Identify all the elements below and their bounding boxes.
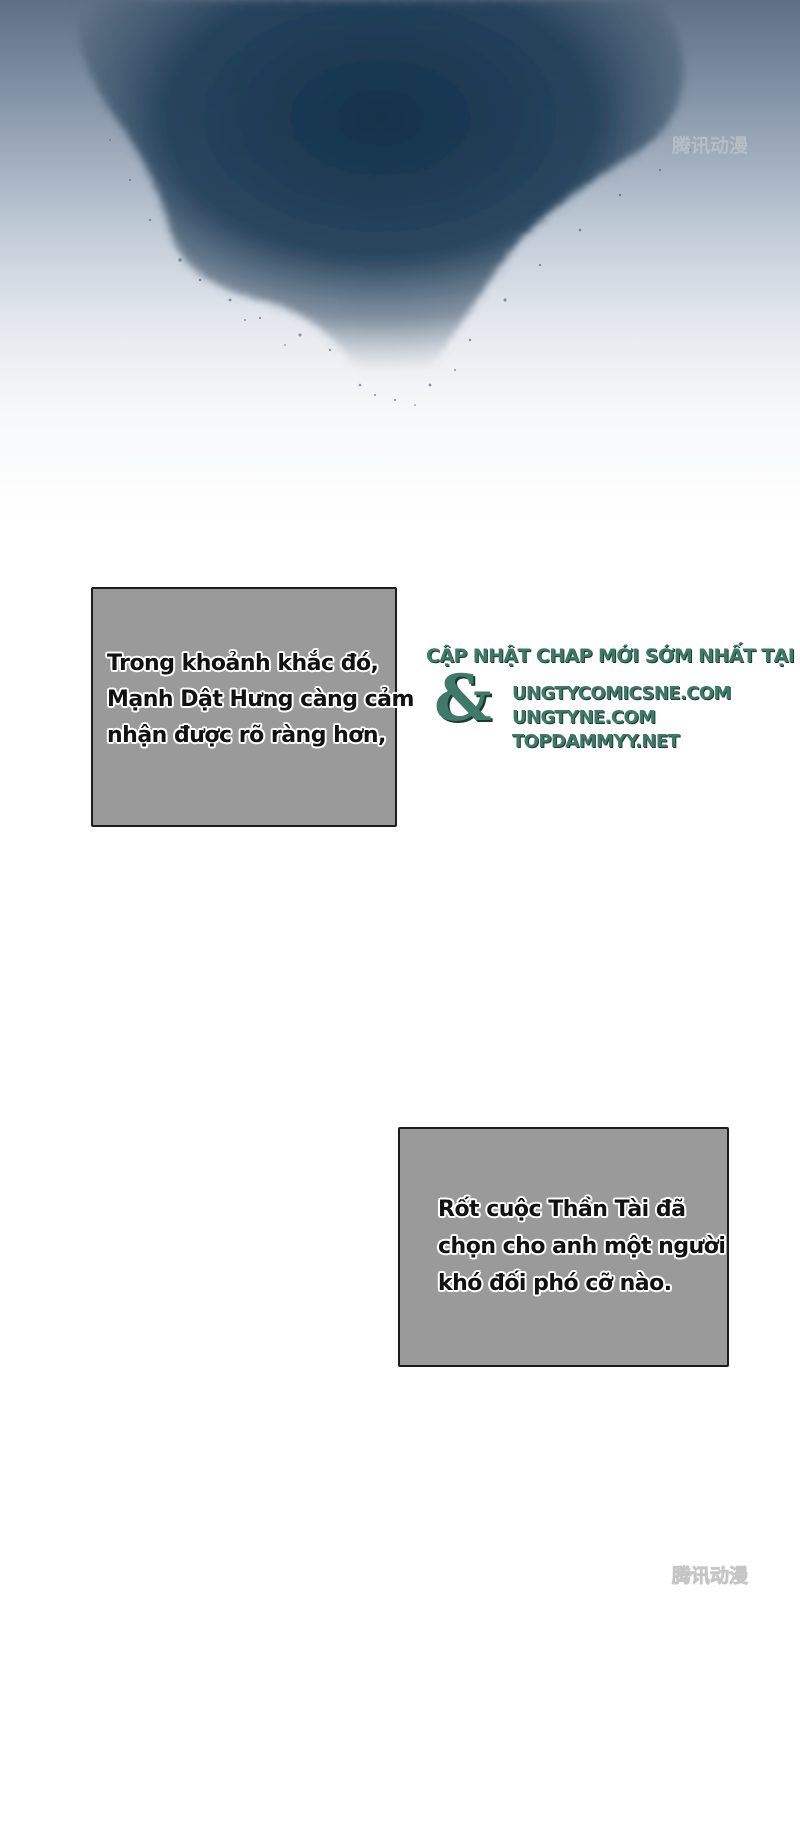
caption-line: Mạnh Dật Hưng càng cảm [107,687,414,712]
sky-cloud-panel [0,0,800,520]
scanlation-credit: CẬP NHẬT CHAP MỚI SỚM NHẤT TẠI & UNGTYCO… [426,645,795,765]
credit-site-link[interactable]: TOPDAMMYY.NET [512,731,680,752]
caption-line: khó đối phó cỡ nào. [438,1271,672,1296]
caption-line: Rốt cuộc Thần Tài đã [438,1197,686,1222]
cloud-speckle [109,139,691,406]
credit-site-list: UNGTYCOMICSNE.COM UNGTYNE.COM TOPDAMMYY.… [512,682,731,754]
caption-box-1: Trong khoảnh khắc đó, Mạnh Dật Hưng càng… [91,587,414,827]
watermark-logo: 腾讯动漫 [664,1561,756,1589]
watermark-logo: 腾讯动漫 [664,131,756,159]
watermark-lettering: 腾讯动漫 [671,1564,749,1587]
caption-line: Trong khoảnh khắc đó, [107,651,379,676]
cloud-shape [76,0,684,393]
watermark-lettering: 腾讯动漫 [671,134,749,157]
caption-line: nhận được rõ ràng hơn, [107,723,386,748]
dark-cloud-illustration [76,0,691,406]
ampersand-logo: & [434,661,492,736]
caption-line: chọn cho anh một người [438,1234,726,1259]
caption-box-2: Rốt cuộc Thần Tài đã chọn cho anh một ng… [398,1127,729,1367]
credit-header: CẬP NHẬT CHAP MỚI SỚM NHẤT TẠI [426,645,795,667]
credit-site-link[interactable]: UNGTYCOMICSNE.COM [512,683,731,704]
credit-site-link[interactable]: UNGTYNE.COM [512,707,656,728]
